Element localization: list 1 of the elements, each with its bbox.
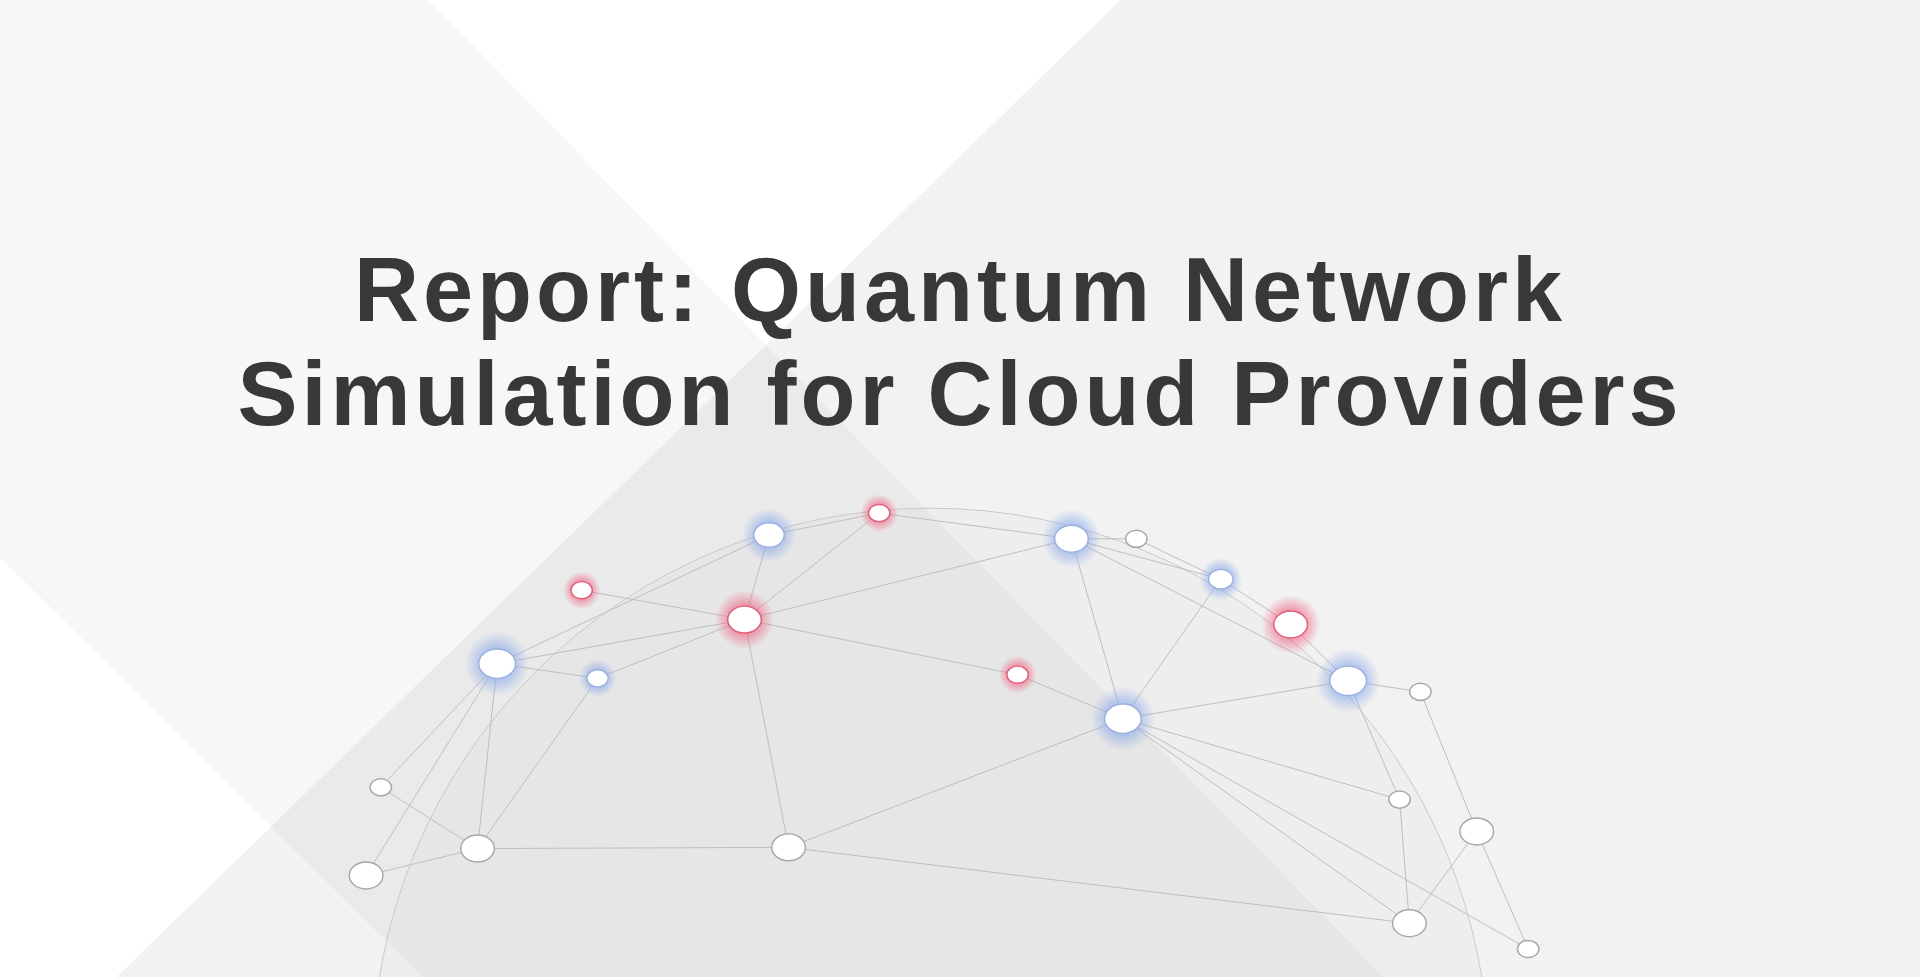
title: Report: Quantum Network Simulation for Cloud Providers (236, 239, 1684, 446)
